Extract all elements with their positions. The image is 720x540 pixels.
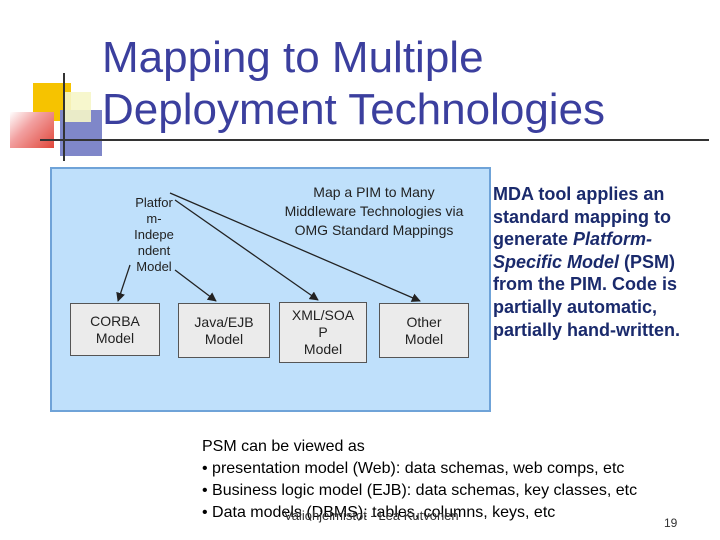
pim-label-line: Indepe [134,227,174,242]
psm-line: • presentation model (Web): data schemas… [202,460,625,477]
psm-description: PSM can be viewed as • presentation mode… [202,436,702,524]
mda-explanation: MDA tool applies an standard mapping to … [493,183,715,341]
box-line: CORBA [90,312,140,329]
box-line: Model [303,341,343,357]
box-line: Java/EJB [194,313,254,330]
page-number: 19 [664,516,678,530]
corba-model-box: CORBA Model [70,303,160,356]
psm-line: PSM can be viewed as [202,438,365,455]
logo-square-pale [63,92,91,122]
mda-explanation-pre: MDA tool applies an standard mapping to … [493,184,672,250]
mapping-description: Map a PIM to Many Middleware Technologie… [284,184,464,238]
pim-label-line: m- [146,211,162,226]
pim-label-line: ndent [137,243,171,258]
pim-label-line: Model [136,259,172,274]
box-line: Model [95,329,135,346]
box-line: Model [204,330,244,347]
other-model-box: Other Model [379,303,469,358]
mda-explanation-emphasis: Platform-Specific Model [493,229,653,272]
pim-label-line: Platfor [135,195,173,210]
java-ejb-model-box: Java/EJB Model [178,303,270,358]
slide-title: Mapping to Multiple Deployment Technolog… [102,32,662,136]
pim-label: Platfor m- Indepe ndent Model [131,195,177,275]
box-line: P [318,324,328,340]
box-line: Model [404,330,444,347]
title-line-1: Mapping to Multiple [102,33,484,82]
xml-soap-model-box: XML/SOA P Model [279,302,367,363]
title-underline [40,139,709,141]
slide-footer: Valiohjelmistot - Lea Kutvonen [284,508,459,523]
box-line: Other [406,313,442,330]
title-line-2: Deployment Technologies [102,85,606,134]
mda-explanation-post: (PSM) from the PIM. Code is partially au… [493,251,681,340]
logo-square-red [10,112,54,148]
box-line: XML/SOA [291,307,355,323]
logo-vertical-line [63,73,65,161]
psm-line: • Business logic model (EJB): data schem… [202,482,638,499]
psm-line: • Data models (DBMS): tables, columns, k… [202,504,556,521]
